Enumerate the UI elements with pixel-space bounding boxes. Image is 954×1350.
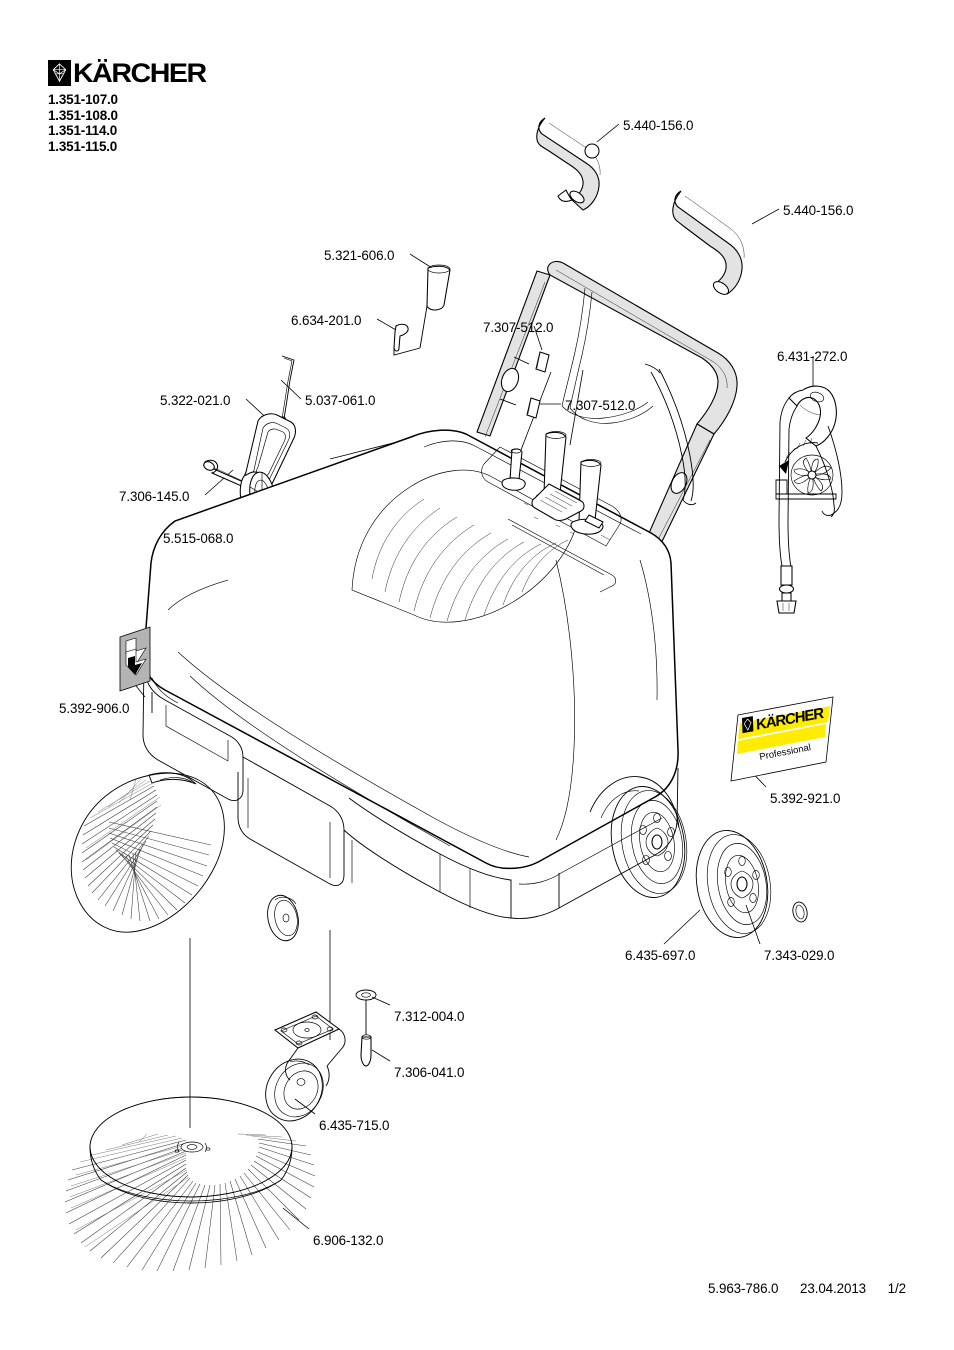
part-label-side-brush: 6.906-132.0 (313, 1233, 384, 1248)
part-screw-cap-upper (535, 351, 550, 373)
part-caster-wheel (265, 1011, 346, 1122)
part-label-tube-lower: 5.440-156.0 (783, 203, 854, 218)
part-side-brush (64, 1096, 316, 1272)
part-label-axle-bolt: 7.306-145.0 (119, 489, 190, 504)
part-label-roller: 5.515-068.0 (163, 531, 234, 546)
model-number-2: 1.351-114.0 (48, 123, 118, 138)
part-allen-key (279, 355, 295, 422)
brand-wordmark: KÄRCHER (73, 58, 207, 88)
part-label-bracket: 5.322-021.0 (160, 393, 231, 408)
model-number-3: 1.351-115.0 (48, 138, 118, 154)
part-screw-cap-lower (526, 397, 541, 419)
control-panel (481, 431, 622, 593)
brand-header: KÄRCHER 1.351-107.0 1.351-108.0 1.351-11… (48, 60, 207, 154)
part-rear-wheel (695, 830, 772, 938)
part-axle-bolt (203, 459, 249, 489)
footer-page: 1/2 (887, 1281, 906, 1296)
part-knob (419, 264, 451, 349)
part-sticker-arrows (119, 626, 151, 692)
part-brake-lever (775, 385, 843, 614)
part-label-sticker-karcher: 5.392-921.0 (770, 791, 841, 806)
part-label-allen-key: 5.037-061.0 (305, 393, 376, 408)
part-washer-ring (792, 901, 808, 923)
part-tube-lower (672, 190, 745, 295)
part-label-screw-cap-lower: 7.307-512.0 (565, 398, 636, 413)
part-label-washer-ring: 7.343-029.0 (764, 948, 835, 963)
part-wheel-mounted (610, 786, 688, 898)
part-handlebar (476, 260, 738, 557)
brush-pictogram-icon (775, 437, 837, 500)
part-tube-upper (536, 117, 601, 211)
part-label-tube-upper: 5.440-156.0 (623, 118, 694, 133)
part-label-clip: 6.634-201.0 (291, 313, 362, 328)
footer-doc-number: 5.963-786.0 (708, 1281, 779, 1296)
footer-date: 23.04.2013 (800, 1281, 867, 1296)
part-label-screw-cap-upper: 7.307-512.0 (483, 320, 554, 335)
part-label-sticker-arrows: 5.392-906.0 (59, 701, 130, 716)
part-bolt (360, 1034, 372, 1067)
karcher-logo: KÄRCHER (48, 60, 207, 87)
part-washer (355, 989, 377, 1035)
caster-mounted (267, 894, 299, 942)
model-number-1: 1.351-108.0 (48, 107, 118, 123)
side-brush-mounted (70, 772, 225, 933)
part-sticker-karcher: KÄRCHER Professional (730, 696, 834, 782)
machine-body (142, 429, 680, 919)
page-footer: 5.963-786.0 23.04.2013 1/2 (708, 1281, 906, 1296)
model-number-0: 1.351-107.0 (48, 92, 118, 107)
part-label-caster-wheel: 6.435-715.0 (319, 1118, 390, 1133)
karcher-diamond-logo-icon (48, 60, 71, 86)
part-label-bolt: 7.306-041.0 (394, 1065, 465, 1080)
part-label-washer: 7.312-004.0 (394, 1009, 465, 1024)
part-label-rear-wheel: 6.435-697.0 (625, 948, 696, 963)
part-label-knob: 5.321-606.0 (324, 248, 395, 263)
part-label-brake-lever: 6.431-272.0 (777, 349, 848, 364)
part-clip (393, 323, 421, 356)
